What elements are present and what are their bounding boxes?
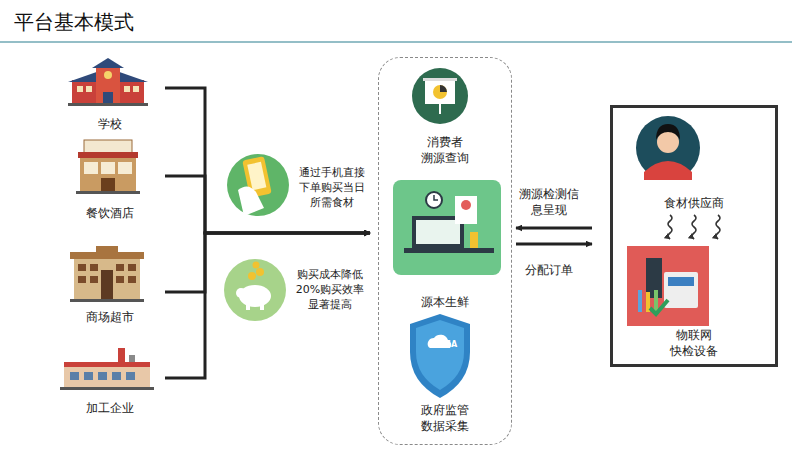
node-label: 商场超市 (55, 309, 165, 325)
restaurant-icon (76, 140, 140, 194)
note-text: 通过手机直接下单购买当日所需食材 (296, 166, 368, 211)
customer-node: 学校 (55, 58, 165, 134)
test-device-icon (627, 246, 709, 326)
node-label: 消费者 溯源查询 (418, 134, 472, 166)
node-label: 学校 (55, 116, 165, 132)
person-icon (636, 116, 700, 180)
phone-icon (227, 154, 289, 216)
title-rule (0, 41, 792, 42)
edge-label: 溯源检测信息呈现 (516, 186, 582, 218)
flow-arrow (516, 244, 592, 245)
platform-node: 源本生鲜 (389, 178, 501, 310)
node-label: 餐饮酒店 (55, 205, 165, 221)
flow-arrow (516, 228, 592, 229)
query-node: 消费者 溯源查询 (379, 68, 511, 166)
node-label: 源本生鲜 (389, 294, 501, 310)
platform-card (393, 180, 501, 275)
customer-node: 加工企业 (55, 340, 165, 418)
query-icon (412, 68, 468, 124)
node-label: 政府监管 数据采集 (418, 402, 472, 434)
note-text: 购买成本降低20%购买效率显著提高 (294, 268, 366, 313)
mall-icon (70, 246, 144, 302)
school-icon (68, 58, 148, 106)
shield-icon (410, 314, 470, 398)
flow-arrow (165, 88, 370, 233)
flow-arrow (668, 215, 720, 239)
node-label: ZHSA (379, 340, 511, 351)
supplier-node: 食材供应商 (631, 115, 757, 211)
device-node: 物联网 快检设备 (621, 242, 767, 359)
edge-label: 分配订单 (516, 262, 582, 278)
flow-arrow (165, 233, 370, 378)
platform-group: 消费者 溯源查询源本生鲜 ZHSA 政府监管 数据采集 (378, 57, 512, 445)
customer-node: 餐饮酒店 (55, 135, 165, 223)
node-label: 物联网 快检设备 (667, 327, 721, 359)
piggy-bank-icon (224, 259, 286, 321)
customer-node: 商场超市 (55, 245, 165, 327)
regulator-node: ZHSA 政府监管 数据采集 (379, 313, 511, 436)
supplier-group: 食材供应商物联网 快检设备 (610, 105, 778, 367)
page-title: 平台基本模式 (14, 9, 134, 36)
factory-icon (60, 348, 154, 390)
node-label: 食材供应商 (631, 195, 757, 211)
node-label: 加工企业 (55, 400, 165, 416)
